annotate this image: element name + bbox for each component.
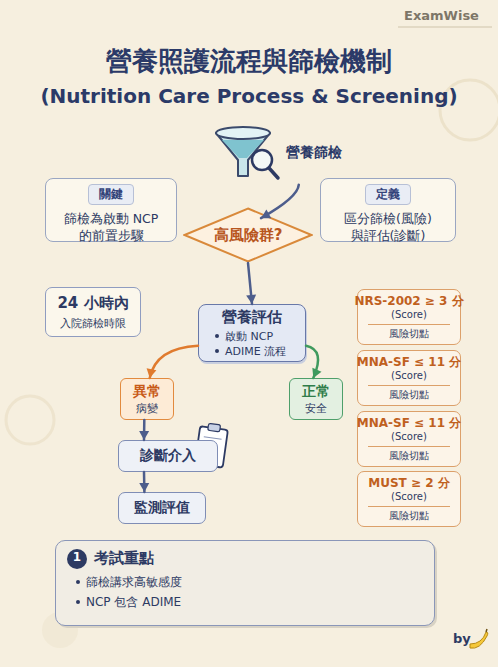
diagram-subtitle: (Nutrition Care Process & Screening) — [0, 84, 498, 108]
bullet-row: ADIME 流程 — [215, 344, 286, 359]
brand-watermark: ExamWise — [404, 8, 479, 23]
node-heading: 正常 — [302, 383, 330, 401]
connector — [139, 420, 149, 440]
divider-line — [368, 385, 450, 386]
exam-box: 考試重點篩檢講求高敏感度NCP 包含 ADIME 1 — [55, 540, 435, 626]
connector-line — [150, 346, 198, 378]
process-box: 診斷介入 — [118, 440, 218, 472]
arrow-head — [139, 431, 149, 440]
node-heading: 監測評值 — [134, 499, 190, 517]
score-box: MUST ≥ 2 分(Score) 風險切點 — [357, 471, 461, 527]
score-box: NRS-2002 ≥ 3 分(Score) 風險切點 — [357, 289, 461, 345]
arrow-head — [147, 368, 157, 378]
connector-line — [143, 472, 146, 492]
node-heading: MUST ≥ 2 分 — [368, 476, 449, 491]
bullet-row: 篩檢講求高敏感度 — [76, 572, 182, 592]
node-heading: 異常 — [133, 383, 161, 401]
bullet-dot — [215, 334, 219, 338]
connector-line — [261, 185, 299, 219]
time-box: 24 小時內入院篩檢時限 — [45, 287, 141, 337]
connector — [246, 263, 256, 304]
banana-stem — [486, 629, 487, 632]
node-text: 入院篩檢時限 — [60, 316, 126, 331]
diamond-shape — [185, 209, 312, 262]
arrow-head — [312, 368, 321, 378]
node-text: 風險切點 — [389, 389, 429, 401]
bullet-dot — [215, 349, 219, 353]
node-heading: 24 小時內 — [57, 294, 128, 313]
node-text: 安全 — [305, 401, 327, 416]
node-heading: 考試重點 — [94, 549, 154, 568]
node-text: 篩檢講求高敏感度 — [86, 572, 182, 592]
node-text: NCP 包含 ADIME — [86, 592, 181, 612]
bullet-dot — [76, 600, 80, 604]
abnormal-box: 異常病變 — [120, 378, 174, 420]
connector — [139, 472, 149, 492]
node-text: 風險切點 — [389, 510, 429, 522]
node-heading: NRS-2002 ≥ 3 分 — [354, 294, 463, 309]
key-card: 關鍵篩檢為啟動 NCP 的前置步驟 — [45, 178, 177, 242]
connector — [147, 346, 198, 378]
score-box: MNA-SF ≤ 11 分(Score) 風險切點 — [357, 350, 461, 406]
divider-line — [368, 506, 450, 507]
connector — [306, 346, 321, 378]
connector-line — [248, 263, 252, 304]
connector-line — [143, 420, 146, 440]
node-text: (Score) — [391, 431, 427, 443]
funnel-rim — [216, 127, 270, 139]
node-heading: 高風險群? — [214, 226, 283, 245]
bullet-row: 啟動 NCP — [215, 329, 273, 344]
bullet-row: NCP 包含 ADIME — [76, 592, 181, 612]
clipboard-line — [204, 437, 222, 440]
process-box: 監測評值 — [118, 492, 206, 524]
node-heading: MNA-SF ≤ 11 分 — [357, 355, 461, 370]
process-box: 營養評估啟動 NCPADIME 流程 — [198, 304, 306, 362]
coffee-stain — [6, 396, 54, 444]
score-box: MNA-SF ≤ 11 分(Score) 風險切點 — [357, 411, 461, 467]
node-text: 風險切點 — [389, 328, 429, 340]
funnel-illustration — [216, 127, 278, 178]
divider-line — [368, 446, 450, 447]
clipboard-clip — [208, 423, 221, 432]
divider-line — [368, 324, 450, 325]
node-heading: 關鍵 — [88, 184, 134, 205]
arrow-head — [246, 295, 256, 304]
connector-line — [306, 346, 318, 378]
node-text: 區分篩檢(風險) 與評估(診斷) — [329, 210, 447, 244]
banana-icon — [470, 629, 488, 648]
node-text: 病變 — [136, 401, 158, 416]
header-rule — [398, 27, 492, 28]
node-text: 啟動 NCP — [225, 329, 273, 344]
definition-card: 定義區分篩檢(風險) 與評估(診斷) — [320, 178, 456, 242]
node-text: 風險切點 — [389, 450, 429, 462]
node-text: (Score) — [391, 491, 427, 503]
node-text: 篩檢為啟動 NCP 的前置步驟 — [52, 210, 170, 244]
node-text: (Score) — [391, 309, 427, 321]
node-text: (Score) — [391, 370, 427, 382]
node-heading: 定義 — [365, 184, 411, 205]
node-text: ADIME 流程 — [225, 344, 286, 359]
node-heading: 營養評估 — [222, 308, 282, 327]
diagram-title: 營養照護流程與篩檢機制 — [0, 44, 498, 79]
connector — [261, 185, 299, 219]
decision-diamond: 高風險群? — [183, 207, 313, 263]
node-heading: 診斷介入 — [140, 447, 196, 465]
magnifier-handle — [269, 168, 278, 178]
bullet-dot — [76, 580, 80, 584]
node-heading: 營養篩檢 — [286, 144, 342, 162]
author-credit: by — [453, 631, 471, 646]
node-heading: 1 — [73, 550, 81, 564]
callout-number: 1 — [67, 549, 87, 569]
banana-body — [470, 632, 488, 648]
node-heading: MNA-SF ≤ 11 分 — [357, 416, 461, 431]
normal-box: 正常安全 — [289, 378, 343, 420]
arrow-head — [139, 483, 149, 492]
